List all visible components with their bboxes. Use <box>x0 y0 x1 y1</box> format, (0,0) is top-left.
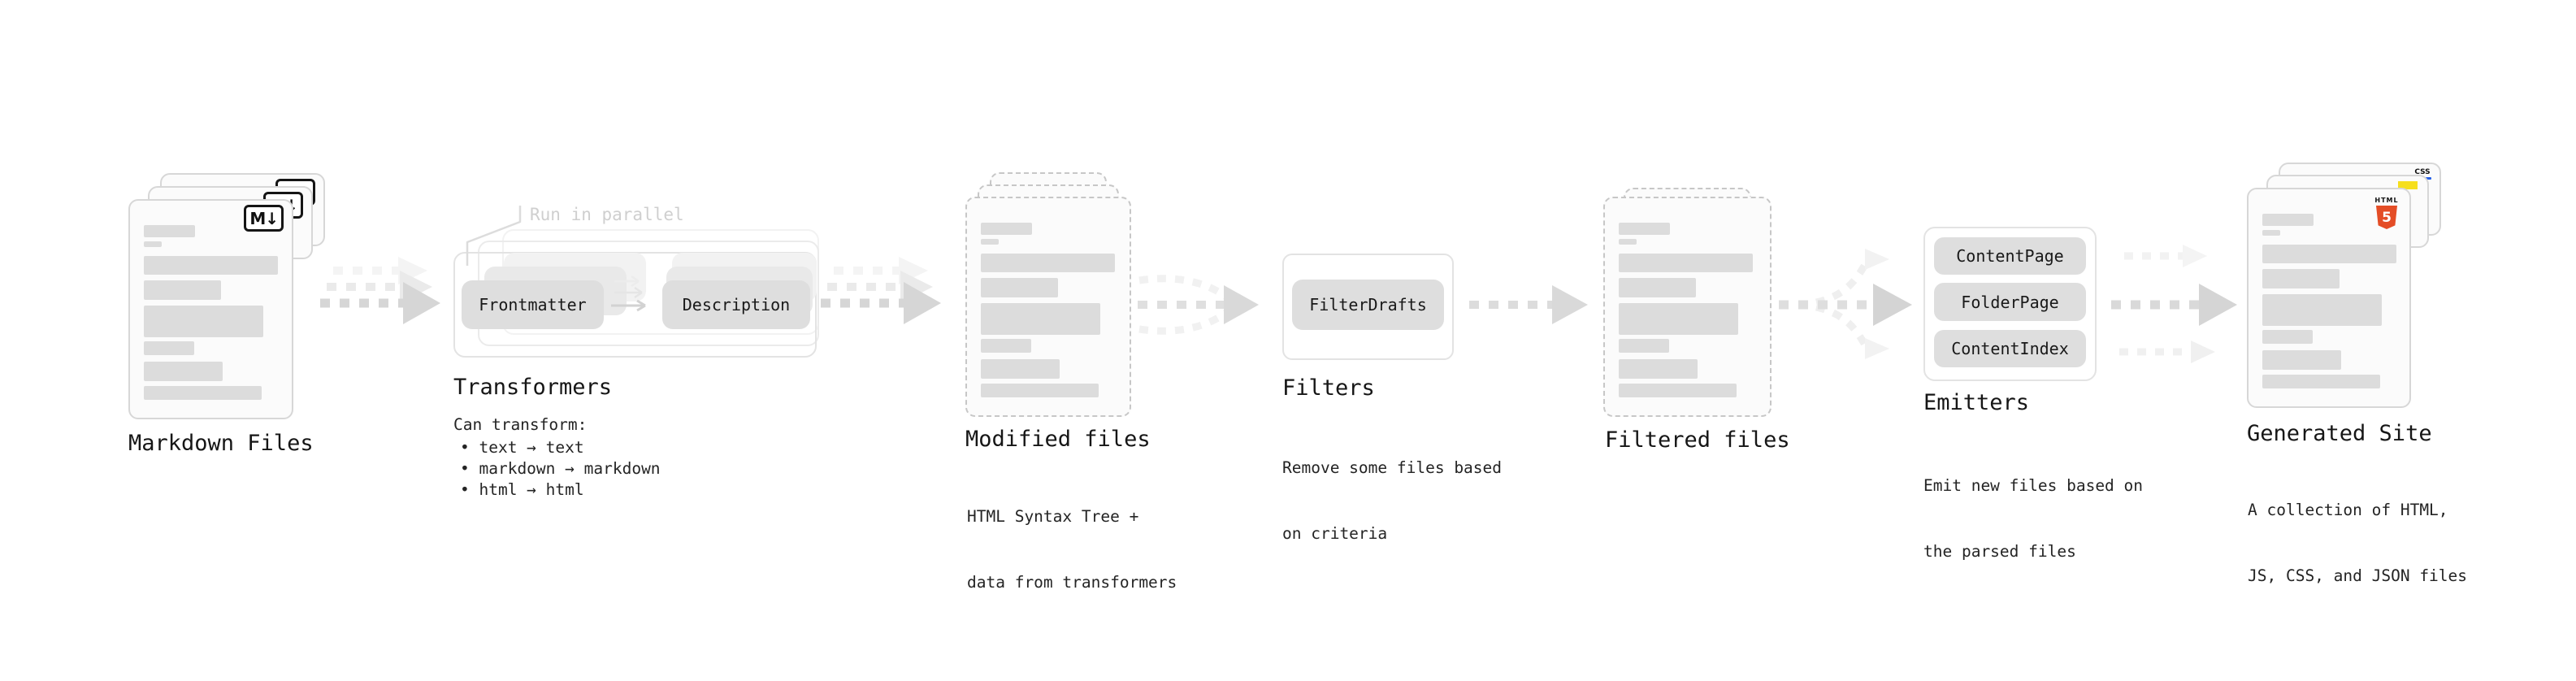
html5-icon-label: HTML <box>2374 197 2399 204</box>
text-line-placeholder <box>144 386 262 400</box>
filter-pill-filterdrafts: FilterDrafts <box>1292 280 1444 330</box>
filtered-file-card <box>1603 197 1772 417</box>
emitters-box <box>1923 227 2097 381</box>
transformers-bullet-list: text → text markdown → markdown html → h… <box>460 437 661 501</box>
text-line-placeholder <box>981 278 1058 297</box>
text-line-placeholder <box>144 341 194 355</box>
emitters-desc: Emit new files based on the parsed files <box>1923 431 2143 606</box>
desc-line: the parsed files <box>1923 542 2076 561</box>
filtered-files-stack <box>1603 188 1798 432</box>
text-line-placeholder <box>144 256 278 275</box>
text-line-placeholder <box>2262 269 2340 288</box>
transformers-desc-lead: Can transform: <box>453 415 588 434</box>
text-line-placeholder <box>981 303 1100 335</box>
text-line-placeholder <box>981 384 1099 397</box>
markdown-files-stack: M↓ M↓ M↓ <box>128 173 340 425</box>
desc-line: Remove some files based <box>1282 458 1503 477</box>
filters-desc: Remove some files based on criteria <box>1282 413 1502 588</box>
text-line-placeholder <box>981 339 1031 353</box>
desc-line: HTML Syntax Tree + <box>967 507 1139 526</box>
text-line-placeholder <box>981 239 999 245</box>
text-line-placeholder <box>1619 239 1637 245</box>
text-line-placeholder <box>1619 339 1669 353</box>
modified-files-desc: HTML Syntax Tree + data from transformer… <box>967 462 1177 637</box>
modified-files-stack <box>965 172 1160 424</box>
text-line-placeholder <box>144 225 195 237</box>
text-line-placeholder <box>2262 245 2396 263</box>
filters-title: Filters <box>1282 375 1375 401</box>
modified-files-title: Modified files <box>965 427 1151 452</box>
run-in-parallel-callout: Run in parallel <box>530 205 684 224</box>
text-line-placeholder <box>144 306 263 337</box>
text-line-placeholder <box>2262 350 2341 370</box>
arrow-transformers-to-modified <box>821 257 941 324</box>
text-line-placeholder <box>981 359 1060 379</box>
transformer-pill-frontmatter: Frontmatter <box>462 280 604 329</box>
transform-bullet: text → text <box>460 437 661 458</box>
text-line-placeholder <box>2262 230 2280 236</box>
html5-icon-number: 5 <box>2382 209 2392 226</box>
js-icon <box>2398 181 2418 189</box>
text-line-placeholder <box>1619 278 1696 297</box>
html5-icon-shield: 5 <box>2376 206 2397 229</box>
text-line-placeholder <box>1619 254 1753 272</box>
text-line-placeholder <box>2262 214 2314 226</box>
html5-icon: HTML 5 <box>2374 197 2400 229</box>
emitters-title: Emitters <box>1923 390 2030 415</box>
text-line-placeholder <box>144 241 162 247</box>
text-line-placeholder <box>1619 359 1698 379</box>
text-line-placeholder <box>981 223 1032 235</box>
text-line-placeholder <box>1619 303 1738 335</box>
filters-box <box>1282 254 1454 360</box>
emitter-pill-contentindex: ContentIndex <box>1934 330 2086 367</box>
callout-line <box>466 206 522 266</box>
parallel-arrows <box>611 275 646 312</box>
text-line-placeholder <box>144 280 221 300</box>
emitter-pill-contentpage: ContentPage <box>1934 237 2086 275</box>
transformer-pill-description: Description <box>662 280 810 329</box>
html-file-card: HTML 5 <box>2247 188 2411 408</box>
desc-line: JS, CSS, and JSON files <box>2248 566 2468 585</box>
text-line-placeholder <box>1619 384 1737 397</box>
filtered-files-title: Filtered files <box>1605 427 1790 453</box>
transformers-title: Transformers <box>453 375 613 400</box>
arrow-emitters-to-generated <box>2111 245 2237 363</box>
transform-bullet: html → html <box>460 479 661 501</box>
markdown-icon: M↓ <box>244 205 284 232</box>
emitter-pill-folderpage: FolderPage <box>1934 283 2086 321</box>
text-line-placeholder <box>981 254 1115 272</box>
modified-file-card <box>965 197 1131 417</box>
arrow-filters-to-filtered <box>1469 285 1588 324</box>
text-line-placeholder <box>1619 223 1670 235</box>
text-line-placeholder <box>2262 375 2380 388</box>
transform-bullet: markdown → markdown <box>460 458 660 479</box>
desc-line: Emit new files based on <box>1923 476 2144 495</box>
markdown-files-title: Markdown Files <box>128 431 314 456</box>
generated-site-stack: CSS HTML 5 <box>2247 163 2458 414</box>
css-icon-label: CSS <box>2414 168 2431 176</box>
desc-line: data from transformers <box>967 573 1177 592</box>
markdown-file-card: M↓ <box>128 199 293 419</box>
text-line-placeholder <box>144 362 223 381</box>
desc-line: on criteria <box>1282 524 1388 543</box>
text-line-placeholder <box>2262 330 2313 344</box>
desc-line: A collection of HTML, <box>2248 501 2448 519</box>
arrow-markdown-to-transformers <box>320 257 440 324</box>
arrow-modified-to-filters <box>1138 275 1259 335</box>
generated-site-title: Generated Site <box>2247 421 2432 446</box>
text-line-placeholder <box>2262 294 2382 326</box>
generated-site-desc: A collection of HTML, JS, CSS, and JSON … <box>2248 455 2467 631</box>
arrow-filtered-to-emitters <box>1779 249 1912 359</box>
